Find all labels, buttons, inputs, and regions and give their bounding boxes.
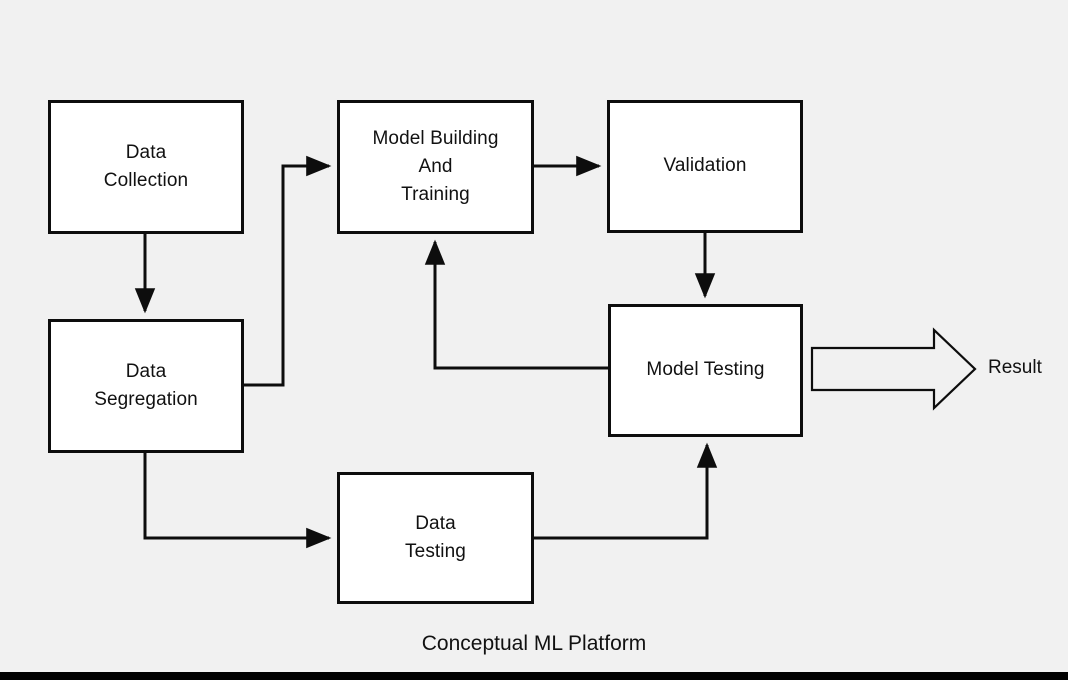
node-validation[interactable]: Validation: [607, 100, 803, 233]
edge-data-testing-to-model-testing: [534, 442, 718, 540]
node-model-building-training-label: Model Building And Training: [372, 127, 499, 206]
node-data-collection[interactable]: Data Collection: [48, 100, 244, 234]
node-validation-label: Validation: [663, 155, 747, 177]
node-data-collection-label: Data Collection: [103, 141, 189, 191]
edge-data-segregation-to-model-building: [244, 155, 332, 387]
diagram-caption: Conceptual ML Platform: [421, 632, 647, 655]
result-label: Result: [988, 357, 1042, 378]
node-model-building-training[interactable]: Model Building And Training: [337, 100, 534, 234]
node-model-testing[interactable]: Model Testing: [608, 304, 803, 437]
edge-model-testing-to-model-building-feedback: [424, 239, 608, 370]
bottom-bar: [0, 672, 1068, 680]
edge-data-segregation-to-data-testing: [143, 453, 332, 549]
node-data-testing-label: Data Testing: [405, 512, 466, 562]
result-block-arrow-icon: [810, 327, 977, 411]
node-data-segregation-label: Data Segregation: [94, 360, 198, 410]
node-data-segregation[interactable]: Data Segregation: [48, 319, 244, 453]
node-model-testing-label: Model Testing: [646, 359, 765, 381]
node-data-testing[interactable]: Data Testing: [337, 472, 534, 604]
